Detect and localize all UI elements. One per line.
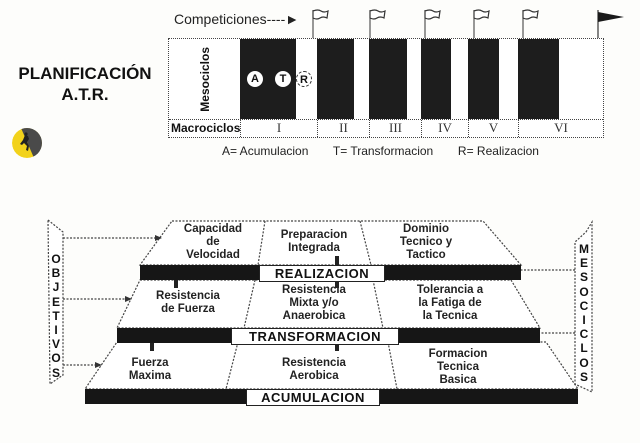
macrocycle-cell: IV bbox=[421, 120, 468, 137]
block-6-accumulation-transformation bbox=[518, 39, 559, 119]
objetivos-side-label: O B J E T I V O S bbox=[51, 252, 61, 380]
phase-circle-t: T bbox=[275, 71, 291, 87]
competition-flag-icon bbox=[423, 8, 443, 38]
cell-capacidad-de-velocidad: Capacidad de Velocidad bbox=[183, 223, 243, 261]
band-label-acumulacion: ACUMULACION bbox=[246, 389, 380, 406]
arrow-right-icon: ----► bbox=[266, 11, 300, 27]
mesociclos-side-label: M E S O C I C L O S bbox=[579, 242, 589, 384]
block-2-realization bbox=[354, 39, 369, 119]
competition-flag-icon bbox=[472, 8, 492, 38]
block-4-accumulation-transformation bbox=[421, 39, 451, 119]
title-line-2: A.T.R. bbox=[61, 85, 109, 104]
block-3-accumulation-transformation bbox=[369, 39, 407, 119]
title-line-1: PLANIFICACIÓN bbox=[18, 64, 152, 83]
block-5-realization bbox=[499, 39, 518, 119]
macrocycles-row: Macrociclos I II III IV V VI bbox=[169, 119, 603, 137]
atr-mesocycle-table: Mesociclos A T R Macrociclos I II III IV… bbox=[168, 38, 604, 138]
page-title: PLANIFICACIÓN A.T.R. bbox=[2, 63, 168, 105]
macrocycles-label: Macrociclos bbox=[171, 121, 241, 135]
cell-tolerancia-fatiga-tecnica: Tolerancia a la Fatiga de la Tecnica bbox=[416, 284, 484, 322]
competition-flag-icon bbox=[311, 8, 331, 38]
band-label-transformacion: TRANSFORMACION bbox=[231, 328, 399, 345]
macrocycle-cell: V bbox=[468, 120, 518, 137]
macrocycle-cell: II bbox=[317, 120, 369, 137]
cell-resistencia-aerobica: Resistencia Aerobica bbox=[282, 357, 346, 382]
block-2-accumulation-transformation bbox=[317, 39, 354, 119]
legend-realization: R= Realizacion bbox=[457, 144, 539, 158]
block-5-accumulation-transformation bbox=[468, 39, 499, 119]
macrocycle-cell: III bbox=[369, 120, 421, 137]
competition-flag-icon bbox=[521, 8, 541, 38]
legend: A= Acumulacion T= Transformacion R= Real… bbox=[222, 144, 582, 158]
final-competition-pennant-icon bbox=[596, 8, 626, 40]
climber-logo-icon bbox=[12, 128, 42, 158]
cell-resistencia-mixta-anaerobica: Resistencia Mixta y/o Anaerobica bbox=[282, 284, 346, 322]
cell-resistencia-de-fuerza: Resistencia de Fuerza bbox=[156, 290, 220, 315]
block-3-realization bbox=[407, 39, 421, 119]
phase-circle-a: A bbox=[247, 71, 263, 87]
cell-formacion-tecnica-basica: Formacion Tecnica Basica bbox=[428, 348, 488, 386]
macrocycle-cell: VI bbox=[518, 120, 603, 137]
competitions-label: Competiciones----► bbox=[174, 11, 300, 27]
competition-flag-icon bbox=[368, 8, 388, 38]
block-4-realization bbox=[451, 39, 468, 119]
legend-accumulation: A= Acumulacion bbox=[222, 144, 309, 158]
cell-preparacion-integrada: Preparacion Integrada bbox=[280, 229, 348, 254]
cell-fuerza-maxima: Fuerza Maxima bbox=[128, 357, 172, 382]
cell-dominio-tecnico-tactico: Dominio Tecnico y Tactico bbox=[399, 223, 453, 261]
legend-transformation: T= Transformacion bbox=[332, 144, 434, 158]
phase-circle-r: R bbox=[296, 71, 312, 87]
macrocycle-cell: I bbox=[240, 120, 317, 137]
block-6-realization bbox=[559, 39, 603, 119]
band-label-realizacion: REALIZACION bbox=[259, 265, 385, 282]
